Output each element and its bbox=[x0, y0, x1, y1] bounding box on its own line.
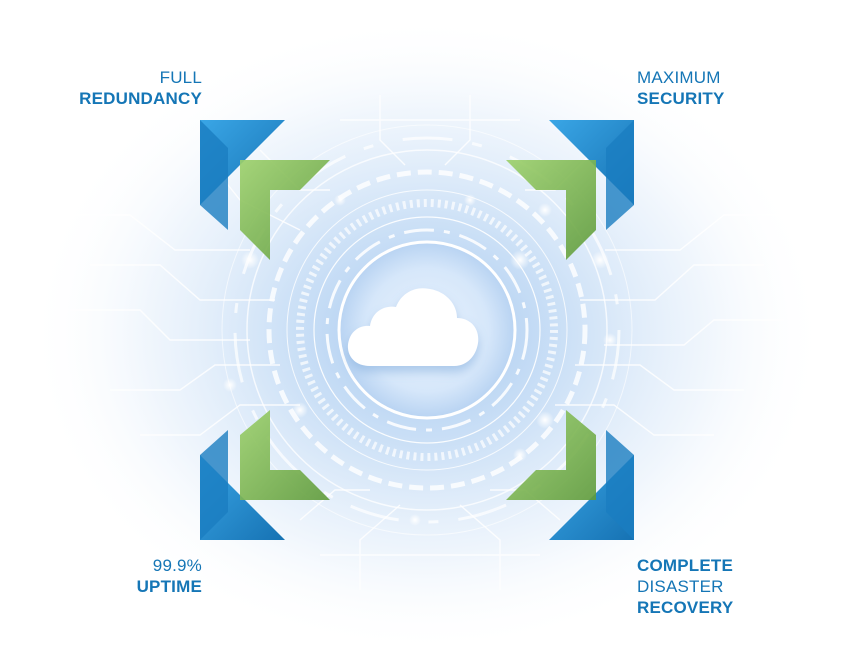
feature-label-line2: DISASTER bbox=[637, 577, 724, 596]
feature-label-uptime: 99.9% UPTIME bbox=[137, 555, 202, 597]
feature-label-security: MAXIMUM SECURITY bbox=[637, 67, 725, 109]
sparkles bbox=[223, 194, 617, 526]
feature-label-line2: SECURITY bbox=[637, 89, 725, 108]
feature-label-disaster-recovery: COMPLETE DISASTER RECOVERY bbox=[637, 555, 733, 618]
cloud-icon bbox=[347, 288, 479, 366]
feature-label-line1: COMPLETE bbox=[637, 556, 734, 575]
feature-label-line3: RECOVERY bbox=[637, 598, 734, 617]
feature-label-line2: UPTIME bbox=[136, 577, 202, 596]
feature-label-line1: 99.9% bbox=[152, 556, 202, 575]
corner-bracket-bottom-left bbox=[200, 410, 330, 540]
tech-rings bbox=[221, 124, 633, 536]
feature-label-line1: FULL bbox=[159, 68, 202, 87]
corner-bracket-bottom-right bbox=[506, 410, 634, 540]
feature-label-line2: REDUNDANCY bbox=[79, 89, 202, 108]
feature-label-line1: MAXIMUM bbox=[637, 68, 721, 87]
corner-bracket-top-left bbox=[200, 120, 330, 260]
feature-label-redundancy: FULL REDUNDANCY bbox=[79, 67, 202, 109]
corner-bracket-top-right bbox=[506, 120, 634, 260]
